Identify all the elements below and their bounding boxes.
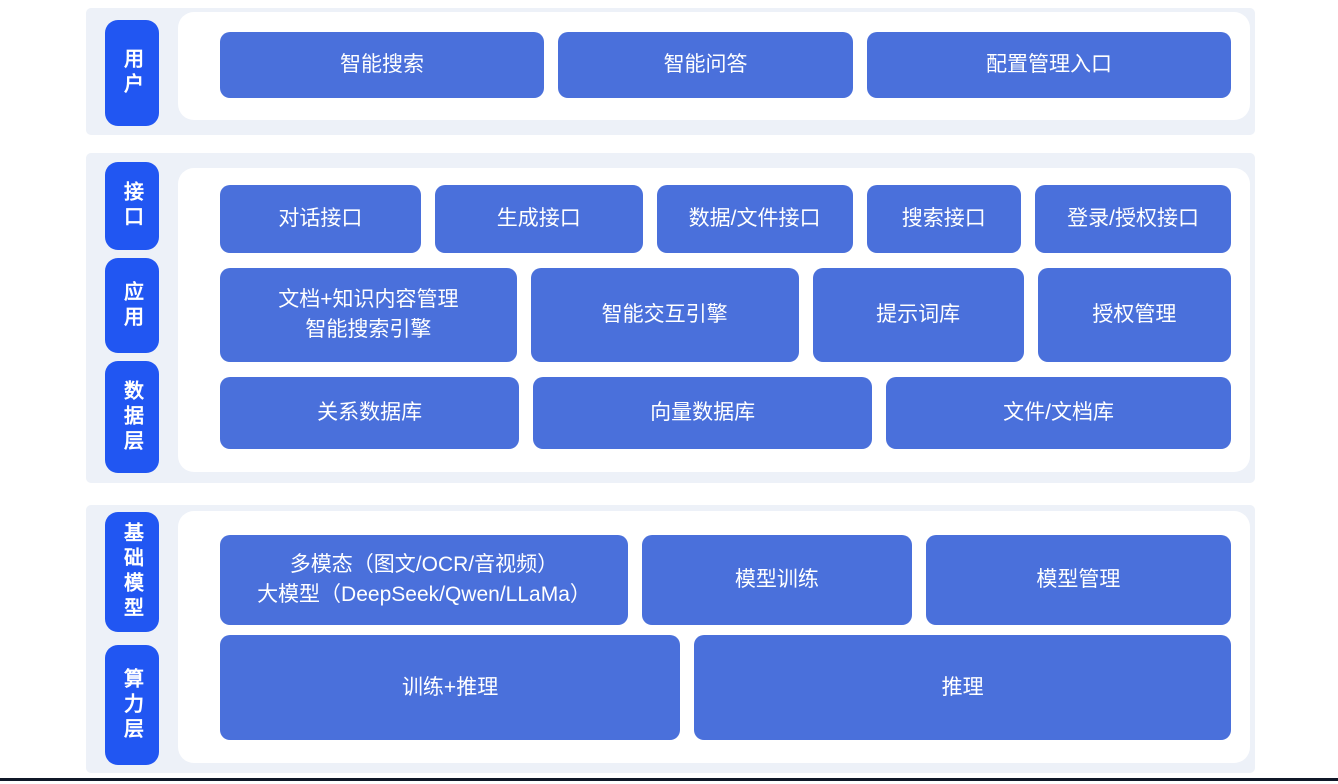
layer-tab-user: 用户 xyxy=(105,20,159,126)
box-label: 生成接口 xyxy=(496,207,581,230)
box-multimodal-llm: 多模态（图文/OCR/音视频） 大模型（DeepSeek/Qwen/LLaMa） xyxy=(220,535,628,625)
layer-tab-data: 数据层 xyxy=(105,361,159,473)
box-label: 搜索接口 xyxy=(901,207,986,230)
box-auth-management: 授权管理 xyxy=(1037,268,1232,362)
box-label-line2: 智能搜索引擎 xyxy=(305,318,432,341)
box-training-inference: 训练+推理 xyxy=(220,635,681,740)
box-model-training: 模型训练 xyxy=(641,535,912,625)
box-smart-search: 智能搜索 xyxy=(220,32,545,98)
box-label: 登录/授权接口 xyxy=(1067,207,1199,230)
box-label: 提示词库 xyxy=(876,303,961,326)
row-compute: 训练+推理 推理 xyxy=(220,635,1231,740)
panel-foundation-layer: 多模态（图文/OCR/音视频） 大模型（DeepSeek/Qwen/LLaMa）… xyxy=(178,511,1250,763)
row-foundation-models: 多模态（图文/OCR/音视频） 大模型（DeepSeek/Qwen/LLaMa）… xyxy=(220,535,1231,625)
row-user-entries: 智能搜索 智能问答 配置管理入口 xyxy=(220,32,1231,98)
box-file-doc-store: 文件/文档库 xyxy=(886,377,1231,449)
box-label: 授权管理 xyxy=(1092,303,1177,326)
box-label: 数据/文件接口 xyxy=(688,207,821,230)
layer-band-user: 用户 智能搜索 智能问答 配置管理入口 xyxy=(86,8,1255,135)
bottom-divider-line xyxy=(0,778,1338,781)
box-login-auth-interface: 登录/授权接口 xyxy=(1035,185,1231,253)
layer-tabs-column-user: 用户 xyxy=(86,8,178,135)
panel-user-layer: 智能搜索 智能问答 配置管理入口 xyxy=(178,12,1250,120)
box-search-interface: 搜索接口 xyxy=(866,185,1022,253)
layer-band-foundation: 基础模型 算力层 多模态（图文/OCR/音视频） 大模型（DeepSeek/Qw… xyxy=(86,505,1255,773)
layer-tabs-column-middle: 接口 应用 数据层 xyxy=(86,153,178,483)
layer-tab-compute: 算力层 xyxy=(105,645,159,765)
box-vector-db: 向量数据库 xyxy=(533,377,873,449)
box-data-file-interface: 数据/文件接口 xyxy=(656,185,853,253)
box-prompt-library: 提示词库 xyxy=(812,268,1024,362)
box-label: 模型管理 xyxy=(1036,568,1121,591)
box-label: 关系数据库 xyxy=(317,401,423,424)
row-interfaces: 对话接口 生成接口 数据/文件接口 搜索接口 登录/授权接口 xyxy=(220,185,1231,253)
box-label: 文件/文档库 xyxy=(1003,401,1114,424)
layer-tab-interface: 接口 xyxy=(105,162,159,250)
box-label: 智能问答 xyxy=(663,53,748,76)
box-label: 模型训练 xyxy=(734,568,819,591)
box-label: 智能搜索 xyxy=(340,53,424,76)
layer-tabs-column-foundation: 基础模型 算力层 xyxy=(86,505,178,773)
box-label-line1: 文档+知识内容管理 xyxy=(278,288,459,311)
box-label: 配置管理入口 xyxy=(986,53,1113,76)
box-model-management: 模型管理 xyxy=(925,535,1231,625)
panel-middle-layer: 对话接口 生成接口 数据/文件接口 搜索接口 登录/授权接口 文档+知识内容管理… xyxy=(178,168,1250,472)
box-label-line1: 多模态（图文/OCR/音视频） xyxy=(289,553,559,576)
layer-tab-foundation-model: 基础模型 xyxy=(105,512,159,632)
layer-band-middle: 接口 应用 数据层 对话接口 生成接口 数据/文件接口 搜索接口 登录/授权接口… xyxy=(86,153,1255,483)
row-data-stores: 关系数据库 向量数据库 文件/文档库 xyxy=(220,377,1231,449)
box-label: 智能交互引擎 xyxy=(601,303,728,326)
box-label: 推理 xyxy=(941,675,984,699)
box-label: 训练+推理 xyxy=(401,675,499,699)
box-label-line2: 大模型（DeepSeek/Qwen/LLaMa） xyxy=(257,583,591,606)
box-inference: 推理 xyxy=(694,635,1231,740)
box-label: 对话接口 xyxy=(278,207,363,230)
row-applications: 文档+知识内容管理 智能搜索引擎 智能交互引擎 提示词库 授权管理 xyxy=(220,268,1232,362)
box-dialog-interface: 对话接口 xyxy=(220,185,421,253)
box-intelligent-interaction-engine: 智能交互引擎 xyxy=(530,268,799,362)
box-config-management-entry: 配置管理入口 xyxy=(867,32,1231,98)
layer-tab-application: 应用 xyxy=(105,258,159,353)
box-label: 向量数据库 xyxy=(650,401,756,424)
box-relational-db: 关系数据库 xyxy=(220,377,520,449)
box-generation-interface: 生成接口 xyxy=(434,185,643,253)
box-doc-knowledge-search-engine: 文档+知识内容管理 智能搜索引擎 xyxy=(220,268,517,362)
box-smart-qa: 智能问答 xyxy=(558,32,854,98)
